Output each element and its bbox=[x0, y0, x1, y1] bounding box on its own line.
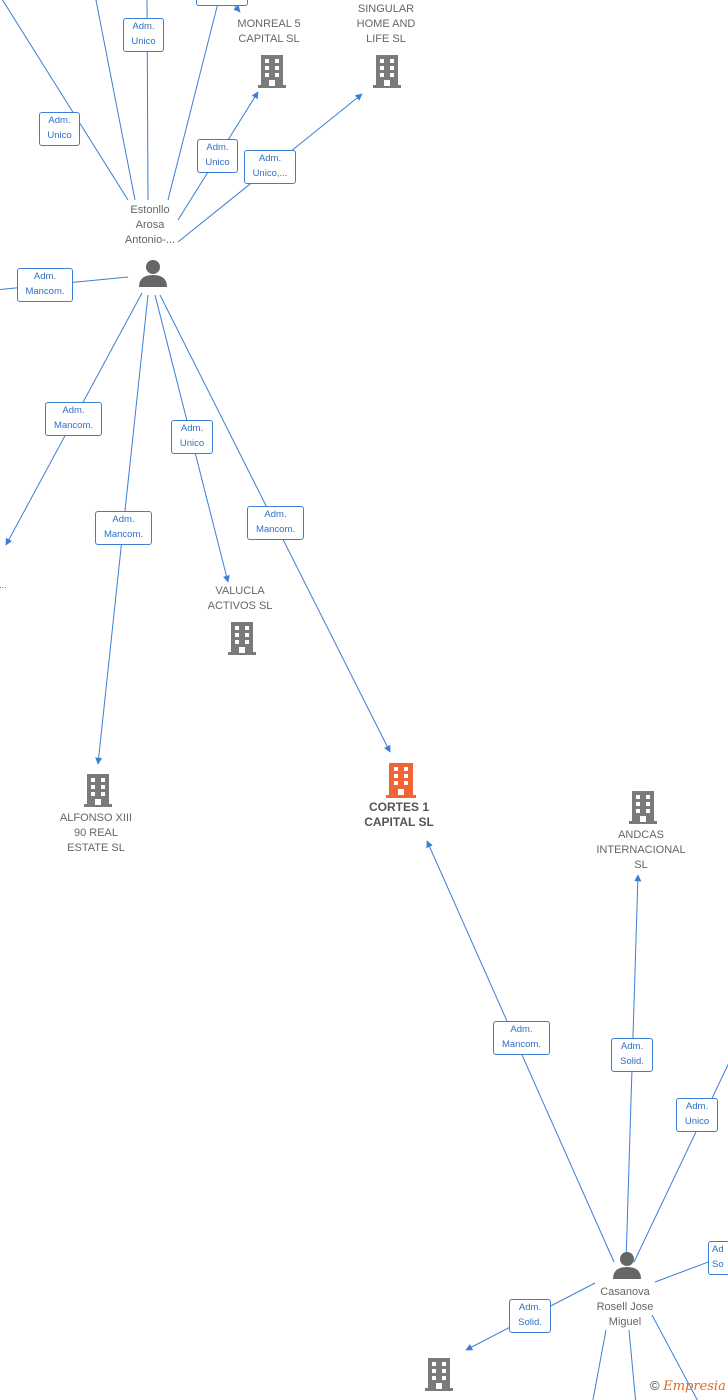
building-icon[interactable] bbox=[373, 53, 401, 89]
building-icon-focus[interactable] bbox=[386, 761, 416, 799]
edge-label-adm-unico[interactable]: Adm. Unico bbox=[676, 1098, 718, 1132]
edge-label-adm-unico[interactable]: Adm. Unico bbox=[123, 18, 164, 52]
edge-estonllo-up3 bbox=[167, 0, 220, 201]
edge-label-adm-solid[interactable]: Adm. Solid. bbox=[611, 1038, 653, 1072]
edge-estonllo-upleft bbox=[1, 0, 129, 201]
edge-label-adm-mancom[interactable]: Adm. Mancom. bbox=[95, 511, 152, 545]
edge-label-adm-unico[interactable]: Adm. Unico bbox=[39, 112, 80, 146]
node-label-singular: SINGULAR HOME AND LIFE SL bbox=[356, 3, 416, 45]
node-label-alfonso: ALFONSO XIII 90 REAL ESTATE SL bbox=[59, 812, 133, 854]
edge-label-adm-mancom[interactable]: Adm. Mancom. bbox=[45, 402, 102, 436]
edge-label-adm-mancom[interactable]: Adm. Mancom. bbox=[247, 506, 304, 540]
edge-label-adm-solid[interactable]: Adm. Solid. bbox=[509, 1299, 551, 1333]
empresia-logo: Empresia bbox=[663, 1379, 726, 1394]
person-icon[interactable] bbox=[137, 258, 169, 288]
node-label-cortes: CORTES 1 CAPITAL SL bbox=[364, 800, 434, 829]
person-icon[interactable] bbox=[611, 1250, 643, 1280]
building-icon[interactable] bbox=[258, 53, 286, 89]
edge-label-adm-unico[interactable]: Adm. Unico bbox=[197, 139, 238, 173]
partial-node-label: ... bbox=[0, 580, 7, 590]
edge-label-adm-mancom[interactable]: Adm. Mancom. bbox=[17, 268, 73, 302]
edge-casanova-upright bbox=[633, 1063, 728, 1263]
edge-estonllo-up1 bbox=[95, 0, 136, 201]
building-icon[interactable] bbox=[228, 620, 256, 656]
node-label-estonllo: Estonllo Arosa Antonio-... bbox=[124, 204, 176, 246]
edge-casanova-down3 bbox=[651, 1314, 698, 1400]
node-label-andcas: ANDCAS INTERNACIONAL SL bbox=[596, 829, 686, 871]
building-icon[interactable] bbox=[629, 789, 657, 825]
building-icon[interactable] bbox=[425, 1356, 453, 1392]
copyright-symbol: © bbox=[650, 1378, 660, 1393]
edge-label-partial-top[interactable] bbox=[196, 0, 248, 6]
edge-label-adm-unico[interactable]: Adm. Unico bbox=[171, 420, 213, 454]
building-icon[interactable] bbox=[84, 772, 112, 808]
node-label-valucla: VALUCLA ACTIVOS SL bbox=[207, 585, 273, 612]
node-label-monreal: MONREAL 5 CAPITAL SL bbox=[237, 18, 301, 45]
edge-label-adm-mancom[interactable]: Adm. Mancom. bbox=[493, 1021, 550, 1055]
edge-label-adm-solid-partial[interactable]: Ad So bbox=[708, 1241, 728, 1275]
edge-casanova-down2 bbox=[628, 1329, 637, 1400]
edge-label-adm-unico-more[interactable]: Adm. Unico,... bbox=[244, 150, 296, 184]
node-label-casanova: Casanova Rosell Jose Miguel bbox=[596, 1286, 654, 1328]
edge-casanova-down1 bbox=[592, 1329, 607, 1400]
empresia-watermark: © Empresia bbox=[650, 1378, 726, 1394]
